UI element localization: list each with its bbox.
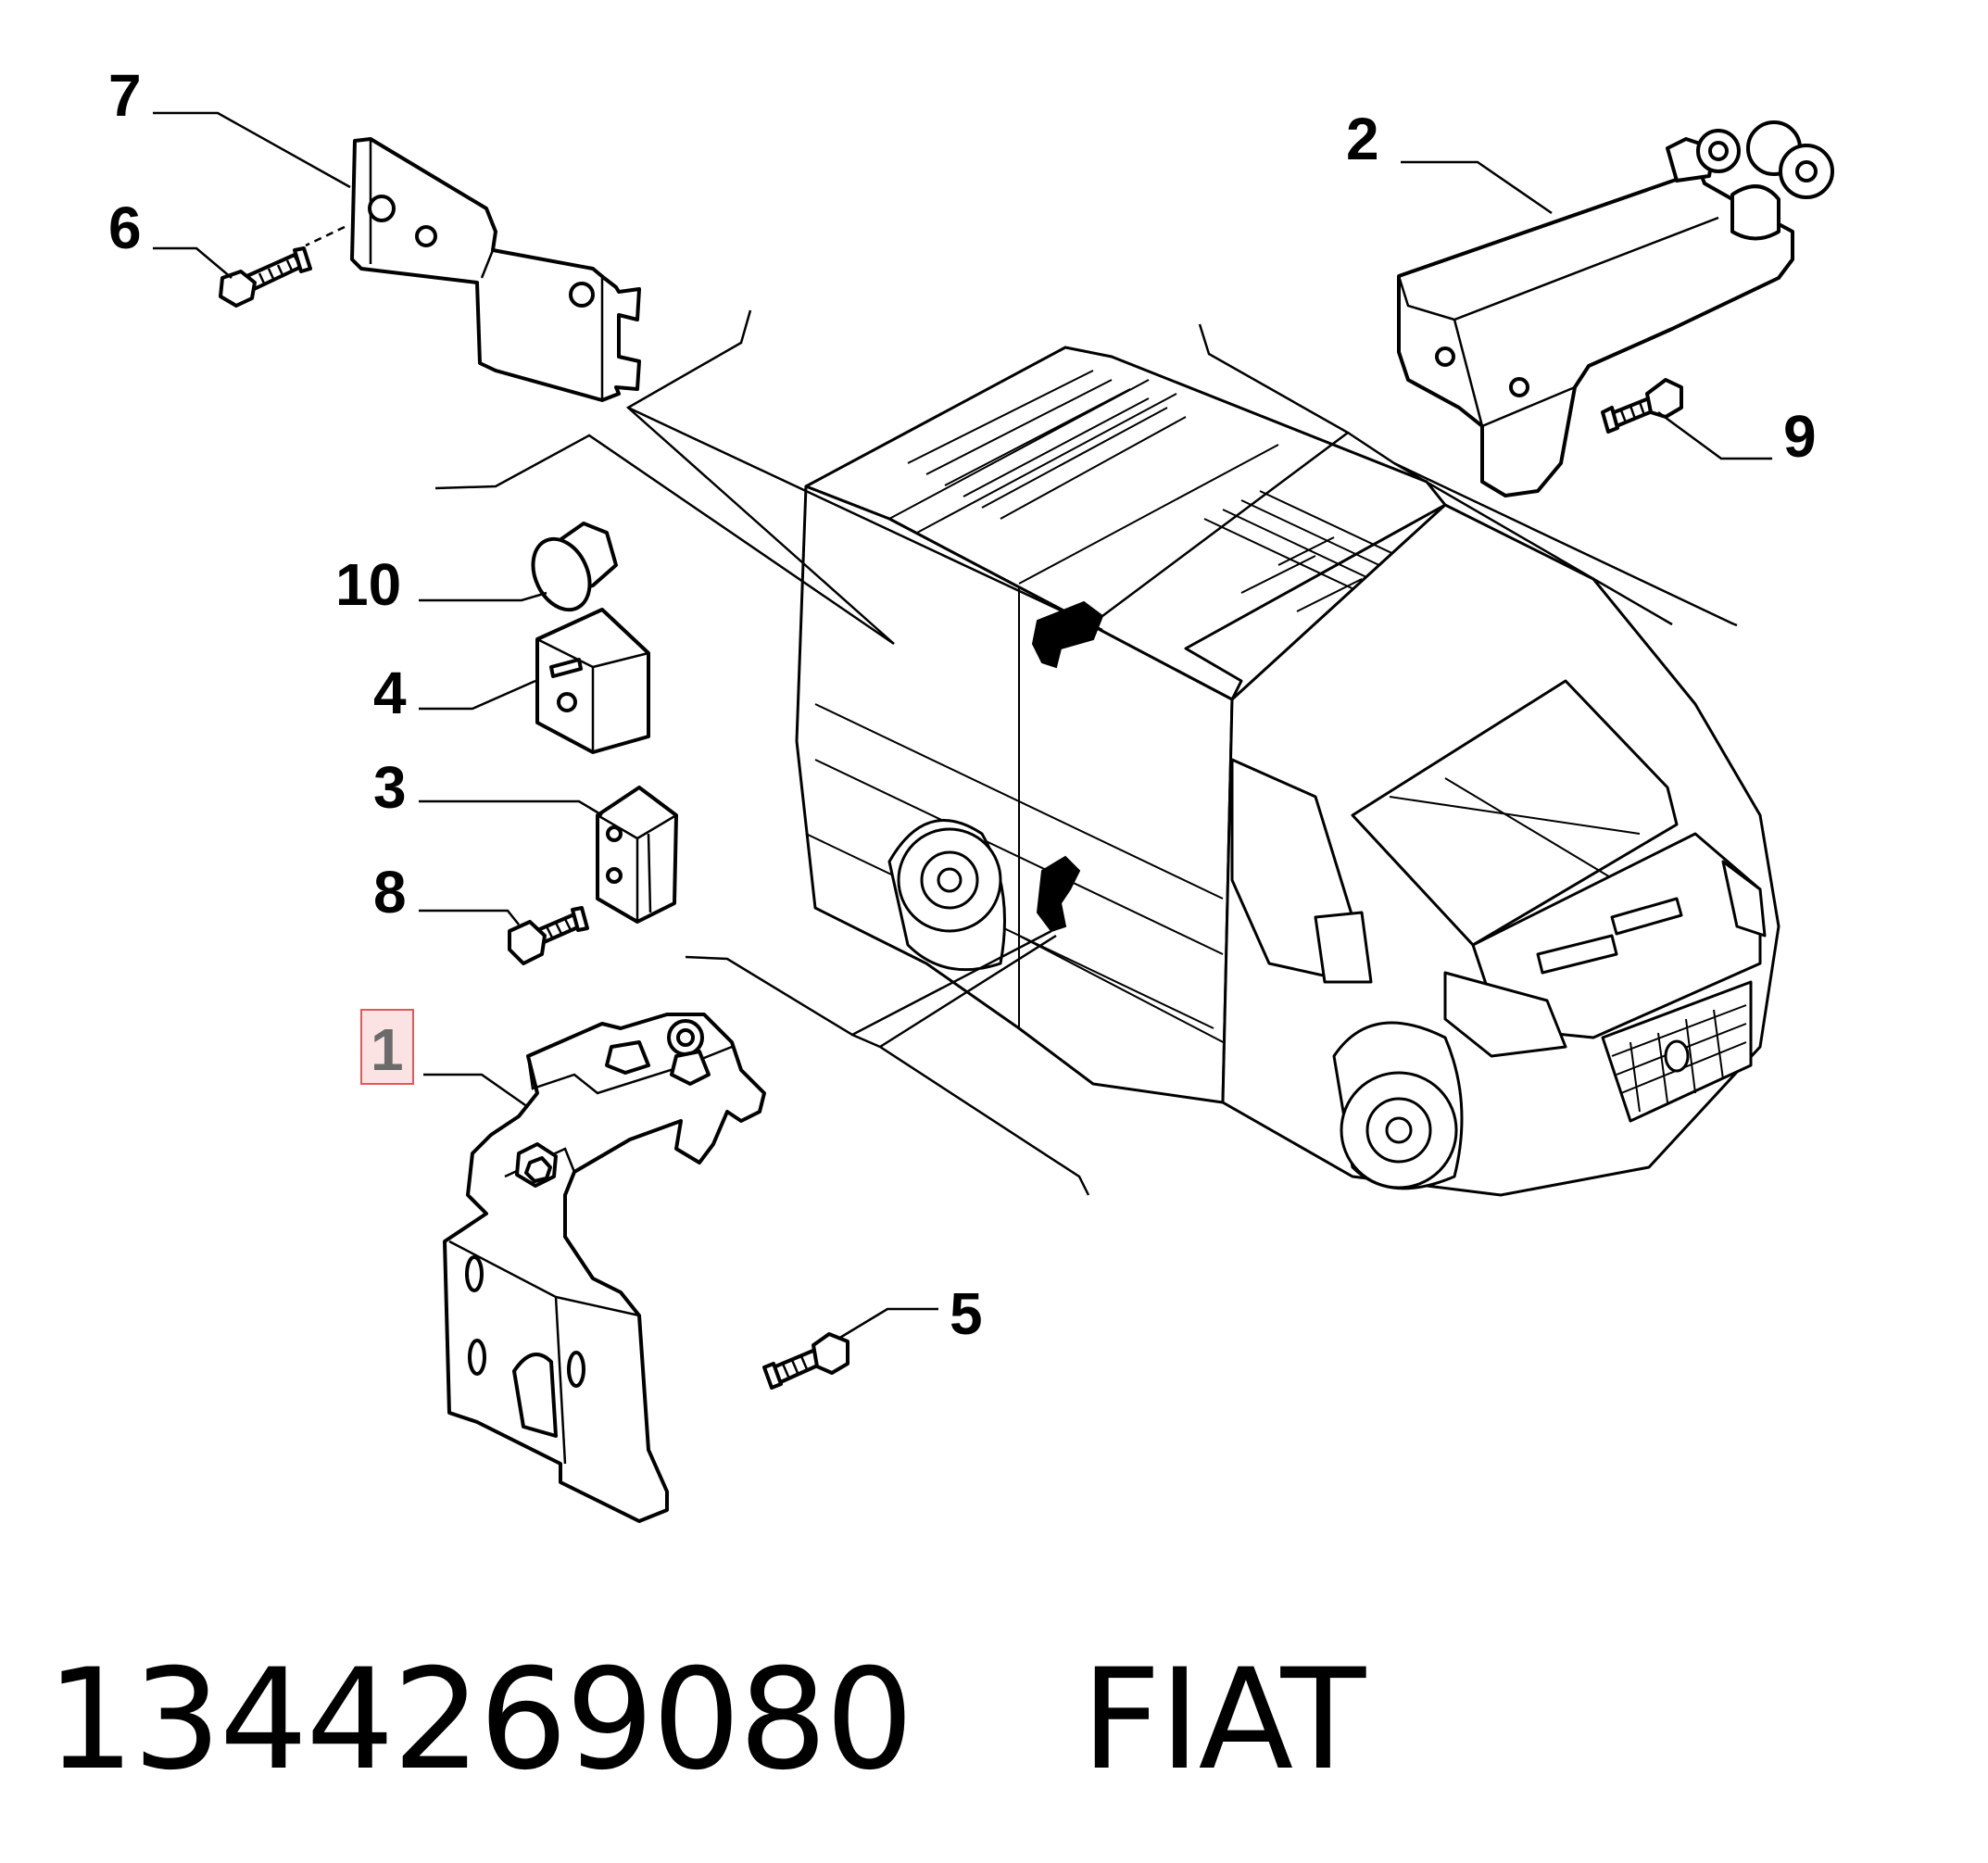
- callout-7: 7: [108, 62, 142, 129]
- callout-8: 8: [373, 859, 407, 925]
- callout-5: 5: [950, 1280, 983, 1347]
- part-number: 1344269080: [46, 1640, 913, 1801]
- callout-1-highlight: [360, 1009, 414, 1085]
- callout-1: 1: [371, 1016, 404, 1083]
- part-2-upper-roller: [1397, 120, 1834, 497]
- part-caption: 1344269080 FIAT: [46, 1640, 1365, 1801]
- callout-leaders: [153, 111, 1772, 1341]
- part-9-bolt: [1601, 378, 1683, 434]
- callout-10: 10: [335, 551, 401, 618]
- part-7-bracket: [305, 137, 641, 402]
- callout-labels: 1 2 3 4 5 6 7 8 9 10: [108, 62, 1817, 1347]
- callout-2: 2: [1346, 106, 1379, 172]
- part-6-bolt: [219, 246, 312, 308]
- callout-9: 9: [1783, 403, 1817, 470]
- part-10-bump-cap: [531, 522, 618, 612]
- part-8-bolt: [508, 906, 589, 965]
- part-3-guide-block: [596, 786, 678, 924]
- van-illustration: [795, 346, 1780, 1197]
- brand-name: FIAT: [1081, 1640, 1365, 1801]
- callout-3: 3: [373, 754, 407, 821]
- assembly-leader-lines: [434, 309, 1738, 1196]
- part-1-lower-roller-hinge: [443, 1013, 766, 1523]
- part-5-bolt: [762, 1332, 849, 1390]
- callout-4: 4: [373, 660, 407, 726]
- part-4-rubber-block: [535, 608, 650, 754]
- callout-6: 6: [108, 195, 142, 261]
